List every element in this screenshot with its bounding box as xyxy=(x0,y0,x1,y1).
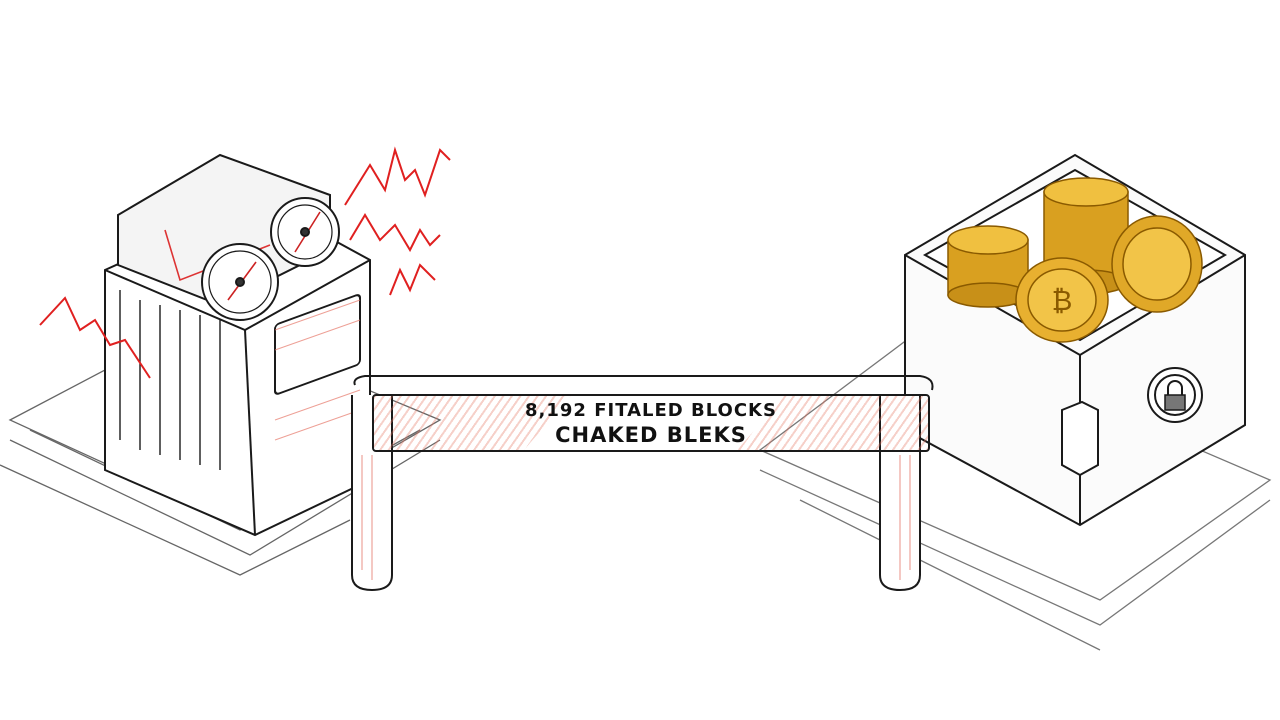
svg-text:₿: ₿ xyxy=(1052,284,1073,317)
banner-text-area xyxy=(524,396,784,450)
barrier-banner: 8,192 FITALED BLOCKS CHAKED BLEKS xyxy=(372,394,930,452)
banner-line-2: CHAKED BLEKS xyxy=(555,423,747,447)
banner-text: 8,192 FITALED BLOCKS CHAKED BLEKS xyxy=(374,400,928,448)
machine-with-gauges xyxy=(104,153,371,537)
coin-stack-left xyxy=(947,225,1029,308)
right-platform xyxy=(758,329,1272,651)
coin-right xyxy=(1111,215,1203,313)
barrier-posts xyxy=(351,375,934,592)
padlock-icon xyxy=(1164,380,1186,411)
banner-line-1: 8,192 FITALED BLOCKS xyxy=(525,400,777,421)
gold-coins: ₿ xyxy=(947,177,1203,343)
coin-front: ₿ xyxy=(1015,257,1109,343)
volatility-lines xyxy=(39,146,451,379)
